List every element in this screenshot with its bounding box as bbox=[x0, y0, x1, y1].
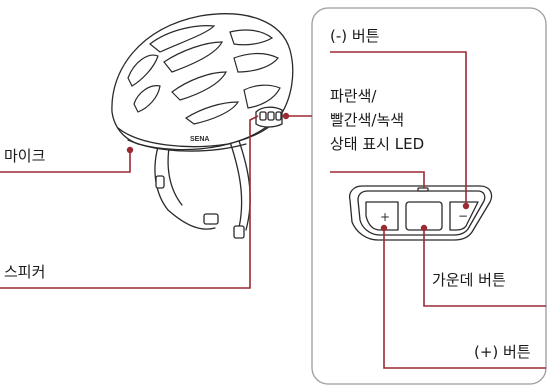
label-minus-button: (-) 버튼 bbox=[330, 27, 380, 45]
dot-center-button bbox=[420, 224, 428, 232]
strap-slider bbox=[155, 175, 165, 189]
helmet-lining bbox=[127, 139, 247, 152]
minus-symbol: − bbox=[458, 209, 468, 223]
leader-center-button bbox=[423, 226, 546, 307]
leader-speaker bbox=[0, 115, 259, 289]
leader-plus-button bbox=[383, 226, 546, 369]
helmet-vents bbox=[127, 25, 281, 125]
label-plus-button: (+) 버튼 bbox=[474, 343, 531, 361]
dot-minus-button bbox=[462, 202, 470, 210]
label-led-line2: 빨간색/녹색 bbox=[330, 111, 405, 129]
label-center-button: 가운데 버튼 bbox=[432, 271, 506, 289]
buckle bbox=[203, 213, 219, 225]
strap-right bbox=[227, 135, 243, 233]
brand-logo-text: SENA bbox=[190, 136, 209, 143]
unit-button-1 bbox=[259, 111, 267, 121]
control-unit: + − bbox=[348, 185, 493, 241]
plus-symbol: + bbox=[380, 210, 390, 224]
minus-button-shape bbox=[449, 201, 479, 231]
dot-microphone bbox=[126, 146, 134, 154]
leader-led bbox=[330, 171, 425, 188]
unit-button-3 bbox=[275, 111, 282, 121]
unit-button-2 bbox=[267, 111, 275, 121]
dot-plus-button bbox=[380, 224, 388, 232]
leader-lines bbox=[0, 51, 546, 369]
leader-microphone bbox=[0, 150, 131, 173]
dot-unit bbox=[282, 112, 290, 120]
label-microphone: 마이크 bbox=[4, 147, 46, 165]
status-led bbox=[417, 187, 429, 192]
helmet-illustration: SENA bbox=[111, 13, 294, 239]
control-unit-bezel bbox=[357, 190, 486, 236]
plus-button-shape bbox=[365, 201, 399, 231]
label-led-line1: 파란색/ bbox=[330, 87, 377, 105]
strap-clip bbox=[233, 225, 245, 239]
label-led-line3: 상태 표시 LED bbox=[330, 135, 425, 153]
strap-left bbox=[154, 139, 216, 230]
label-speaker: 스피커 bbox=[4, 263, 46, 281]
leader-minus-button bbox=[330, 51, 467, 206]
leader-dots bbox=[126, 112, 470, 232]
